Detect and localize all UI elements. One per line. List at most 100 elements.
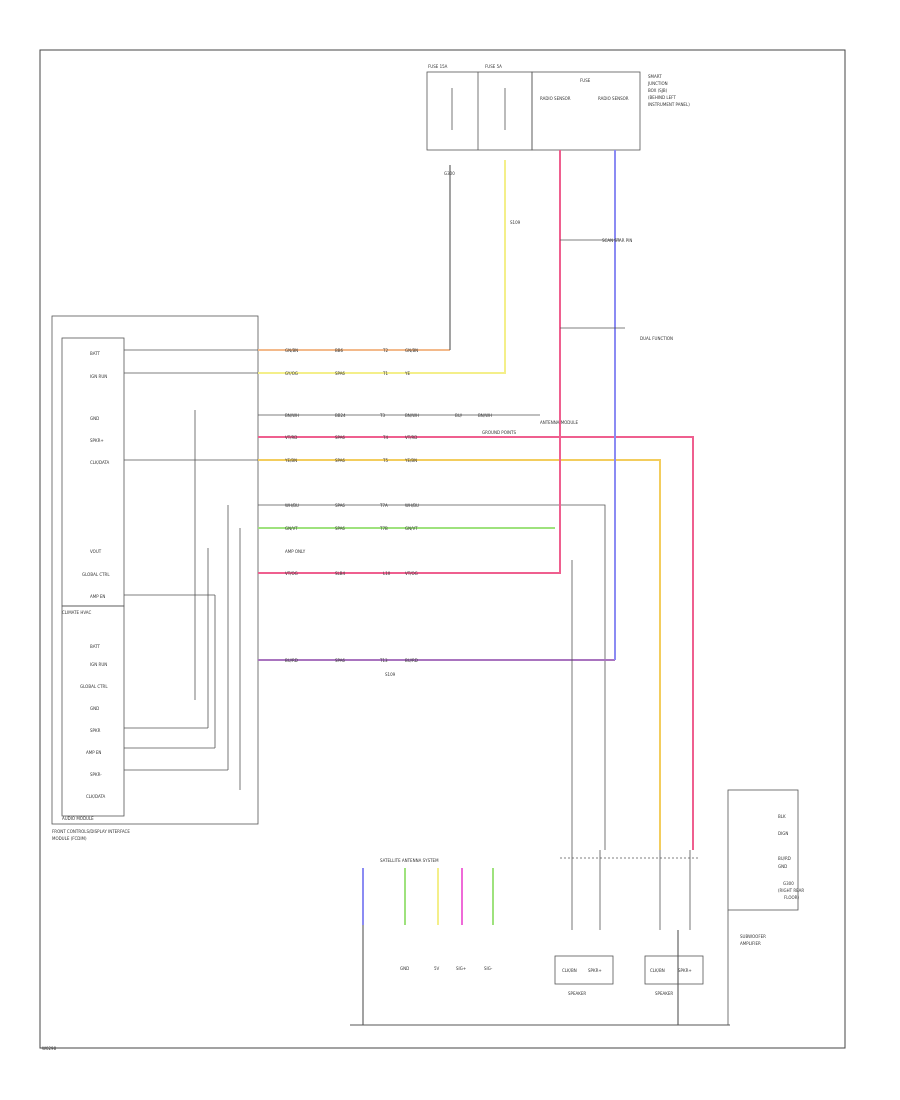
splice-label: S109 xyxy=(385,672,396,677)
r3-d: BN/WH xyxy=(405,413,419,418)
lower-module-label: AUDIO MODULE xyxy=(62,816,94,821)
wire-magenta-long xyxy=(258,436,694,850)
top-ground-label: G300 xyxy=(444,171,455,176)
top-module-header: FUSE xyxy=(580,78,591,83)
module-caption-1: FRONT CONTROLS/DISPLAY INTERFACE xyxy=(52,829,130,834)
ground-note: GROUND POINTS xyxy=(482,430,516,435)
r3-a: BN/WH xyxy=(285,413,299,418)
side-note-5: INSTRUMENT PANEL) xyxy=(648,102,690,107)
r5-c: T5 xyxy=(382,458,388,463)
r7-c: T7B xyxy=(379,526,388,531)
lower-pin-6: AMP EN xyxy=(86,750,101,755)
lower-pin-2: IGN RUN xyxy=(90,662,107,667)
upper-pin-7: GLOBAL CTRL xyxy=(82,572,110,577)
right-note: DUAL FUNCTION xyxy=(640,336,673,341)
relay-a-label: RADIO SENSOR xyxy=(540,96,571,101)
upper-module-label: CLIMATE HVAC xyxy=(62,610,91,615)
module-caption-2: MODULE (FCDIM) xyxy=(52,836,87,841)
right-pin-1: BLK xyxy=(778,814,786,819)
wire-yellow-top xyxy=(258,160,506,374)
r1-b: BB6 xyxy=(335,348,343,353)
r7-a: GN/VT xyxy=(285,526,298,531)
spk-right-2: SPKR+ xyxy=(678,968,692,973)
lower-pin-8: CLK/DATA xyxy=(86,794,106,799)
wire-gold xyxy=(258,459,661,850)
upper-pin-3: GND xyxy=(90,416,99,421)
r2-c: T1 xyxy=(382,371,388,376)
r3-c: T3 xyxy=(379,413,385,418)
r3-e: BU/ xyxy=(455,413,463,418)
mid-note: AMP ONLY xyxy=(285,549,306,554)
r4-c: T4 xyxy=(382,435,388,440)
ant-col-2: 5V xyxy=(434,966,440,971)
lower-pin-4: GND xyxy=(90,706,99,711)
fuse-note: SCAN STAR PIN xyxy=(602,238,632,243)
right-pin-4: GND xyxy=(778,864,787,869)
side-note-2: JUNCTION xyxy=(647,81,668,86)
r7-d: GN/VT xyxy=(405,526,418,531)
r6-c: T7A xyxy=(379,503,388,508)
top-module: FUSE 15A FUSE 5A FUSE RADIO SENSOR RADIO… xyxy=(426,64,690,151)
r7-b: SPA6 xyxy=(335,526,345,531)
r9-c: T13 xyxy=(379,658,388,663)
r9-a: BU/RD xyxy=(285,658,298,663)
r4-b: SPA6 xyxy=(335,435,345,440)
side-note-4: (BEHIND LEFT xyxy=(648,95,676,100)
spk-left-1: CLK/BN xyxy=(562,968,577,973)
antenna-note: ANTENNA MODULE xyxy=(540,420,579,425)
lower-pin-5: SPKR xyxy=(90,728,101,733)
r8-d: VT/OG xyxy=(405,571,418,576)
r1-d: GN/BN xyxy=(405,348,418,353)
upper-pin-1: BATT xyxy=(90,351,101,356)
r8-b: SLB4 xyxy=(335,571,346,576)
ant-col-3: SIG+ xyxy=(456,966,466,971)
spk-right-1: CLK/BN xyxy=(650,968,665,973)
wire-labels: GN/BN BB6 T2 GN/BN GY/OG SPA6 T1 YE BN/W… xyxy=(284,171,673,677)
r2-d: YE xyxy=(404,371,410,376)
r3-b: BB24 xyxy=(335,413,346,418)
r2-a: GY/OG xyxy=(285,371,298,376)
spk-left-label: SPEAKER xyxy=(568,991,586,996)
diagram-frame xyxy=(39,49,846,1049)
ground-pt-3: FLOOR) xyxy=(784,895,799,900)
side-note-3: BOX (SJB) xyxy=(648,88,668,93)
right-pin-2: DIGN xyxy=(778,831,788,836)
r3-f: BN/WH xyxy=(478,413,492,418)
spk-right-label: SPEAKER xyxy=(655,991,673,996)
upper-pin-6: VOUT xyxy=(90,549,102,554)
ground-pt-2: (RIGHT REAR xyxy=(778,888,804,893)
wire-magenta-top xyxy=(258,150,561,574)
r6-a: WH/BU xyxy=(285,503,299,508)
r5-b: SPA6 xyxy=(335,458,345,463)
r6-d: WH/BU xyxy=(405,503,419,508)
upper-pin-8: AMP EN xyxy=(90,594,105,599)
fuse-a-label: FUSE 15A xyxy=(428,64,448,69)
r4-a: VT/RD xyxy=(285,435,297,440)
fuse-b-label: FUSE 5A xyxy=(485,64,502,69)
left-module: BATT IGN RUN GND SPKR+ CLK/DATA VOUT GLO… xyxy=(51,315,259,841)
lower-pin-7: SPKR- xyxy=(90,772,102,777)
lower-pin-1: BATT xyxy=(90,644,101,649)
r6-b: SPA6 xyxy=(335,503,345,508)
r4-d: VT/RD xyxy=(405,435,417,440)
r8-a: VT/OG xyxy=(285,571,298,576)
right-box-label-2: AMPLIFIER xyxy=(740,941,761,946)
ant-col-4: SIG- xyxy=(484,966,493,971)
relay-b-label: RADIO SENSOR xyxy=(598,96,629,101)
upper-pin-2: IGN RUN xyxy=(90,374,107,379)
ant-header: SATELLITE ANTENNA SYSTEM xyxy=(380,858,439,863)
footer-code: W0298 xyxy=(42,1046,57,1051)
right-pin-3: BU/RD xyxy=(778,856,791,861)
wire-harness xyxy=(258,150,694,850)
r9-d: BU/RD xyxy=(405,658,418,663)
r9-b: SPA6 xyxy=(335,658,345,663)
r1-a: GN/BN xyxy=(285,348,298,353)
splice-tag: S109 xyxy=(510,220,521,225)
lower-pin-3: GLOBAL CTRL xyxy=(80,684,108,689)
upper-pin-4: SPKR+ xyxy=(90,438,104,443)
ant-col-1: GND xyxy=(400,966,409,971)
r1-c: T2 xyxy=(382,348,388,353)
side-note-1: SMART xyxy=(648,74,662,79)
